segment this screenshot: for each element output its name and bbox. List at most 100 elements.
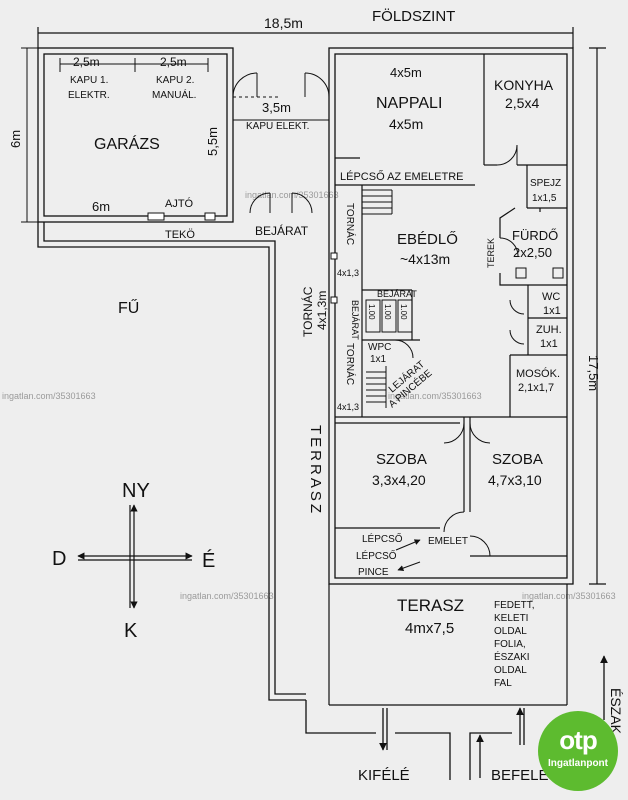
stairs-up-steps bbox=[362, 189, 393, 215]
cellar-stairs bbox=[366, 366, 387, 408]
tornac-lower-size: 4x1,3 bbox=[337, 402, 359, 412]
gate2-label-2: MANUÁL. bbox=[152, 88, 196, 101]
terrace-note-6: OLDAL bbox=[494, 665, 527, 676]
stair-down-word: PINCE bbox=[358, 567, 389, 578]
garage-label: GARÁZS bbox=[94, 134, 160, 153]
laundry-name: MOSÓK. bbox=[516, 367, 560, 380]
wc-name: WC bbox=[542, 291, 560, 303]
porch-posts bbox=[330, 252, 338, 304]
gate1-label-2: ELEKTR. bbox=[68, 90, 110, 101]
terek-label: TEREK bbox=[486, 238, 496, 268]
wpc-size: 1x1 bbox=[370, 354, 387, 365]
living-top-size: 4x5m bbox=[390, 65, 422, 80]
garage-door bbox=[147, 212, 216, 221]
terrace-walls bbox=[328, 584, 568, 706]
garage-walls bbox=[37, 47, 234, 223]
grass-label: FŰ bbox=[118, 298, 139, 317]
inner-entrance-vertical: BEJÁRAT bbox=[350, 300, 360, 340]
watermark: ingatlan.com/35301663 bbox=[388, 391, 482, 401]
stair-up-word: EMELET bbox=[428, 536, 468, 547]
garage-door-label: AJTÓ bbox=[165, 197, 194, 210]
compass-south: K bbox=[124, 620, 138, 642]
watermark: ingatlan.com/35301663 bbox=[180, 591, 274, 601]
room1-name: SZOBA bbox=[376, 451, 427, 468]
garage-depth-label: 6m bbox=[8, 130, 23, 148]
tornac-upper-size: 4x1,3 bbox=[337, 268, 359, 278]
entrance-door bbox=[249, 192, 313, 214]
dining-size: ~4x13m bbox=[400, 251, 450, 267]
terrace-note-7: FAL bbox=[494, 678, 512, 689]
garage-depth-dimension bbox=[21, 47, 38, 223]
bath-size: 2x2,50 bbox=[513, 245, 552, 260]
pantry-size: 1x1,5 bbox=[532, 193, 557, 204]
otp-sub: Ingatlanpont bbox=[548, 758, 608, 769]
otp-brand: otp bbox=[559, 725, 597, 755]
step-height-2: 1.00 bbox=[383, 304, 392, 320]
room1-size: 3,3x4,20 bbox=[372, 472, 426, 488]
tornac-outer-size: 4x1,3m bbox=[315, 291, 329, 330]
watermark: ingatlan.com/35301663 bbox=[522, 591, 616, 601]
laundry-size: 2,1x1,7 bbox=[518, 382, 554, 394]
garage-gate-dimensions bbox=[59, 58, 209, 72]
living-size: 4x5m bbox=[389, 116, 423, 132]
living-name: NAPPALI bbox=[376, 95, 442, 112]
terrace-note-1: FEDETT, bbox=[494, 600, 535, 611]
total-depth-label: 17,5m bbox=[586, 355, 601, 391]
entrance-steps bbox=[365, 299, 413, 333]
watermark: ingatlan.com/35301663 bbox=[2, 391, 96, 401]
step-height-3: 1.00 bbox=[399, 304, 408, 320]
tornac-upper-name: TORNÁC bbox=[344, 203, 357, 245]
arrow-in-label: BEFELÉ bbox=[491, 767, 549, 784]
arrow-out-label: KIFÉLÉ bbox=[358, 767, 410, 784]
bath-name: FÜRDŐ bbox=[512, 228, 558, 243]
pantry-name: SPEJZ bbox=[530, 178, 561, 189]
bath-fixtures bbox=[515, 267, 564, 279]
tornac-outer-name: TORNÁC bbox=[300, 286, 315, 337]
gate-elektr-label: KAPU ELEKT. bbox=[246, 121, 309, 132]
entrance-label: BEJÁRAT bbox=[255, 223, 309, 238]
floor-title: FÖLDSZINT bbox=[372, 7, 455, 25]
terrace-side-label: TERRASZ bbox=[307, 425, 324, 516]
wpc-name: WPC bbox=[368, 342, 391, 353]
garage-width: 6m bbox=[92, 199, 110, 214]
direction-arrows bbox=[379, 655, 608, 778]
stair-arrows bbox=[395, 539, 421, 571]
interior-doors bbox=[394, 144, 525, 557]
compass-west: D bbox=[52, 548, 66, 570]
otp-logo: otp Ingatlanpont bbox=[538, 711, 618, 791]
step-height-1: 1.00 bbox=[367, 304, 376, 320]
gate-swing bbox=[232, 72, 330, 98]
room2-name: SZOBA bbox=[492, 451, 543, 468]
arrow-right-label: ÉSZAK bbox=[608, 688, 624, 735]
shower-name: ZUH. bbox=[536, 324, 562, 336]
house-walls bbox=[328, 47, 574, 585]
terrace-note-4: FOLIA, bbox=[494, 639, 526, 650]
compass-arrows bbox=[77, 504, 193, 609]
yard-boundary bbox=[37, 222, 512, 780]
dining-name: EBÉDLŐ bbox=[397, 231, 458, 248]
gate2-label-1: KAPU 2. bbox=[156, 75, 194, 86]
room2-size: 4,7x3,10 bbox=[488, 472, 542, 488]
gate2-width: 2,5m bbox=[160, 55, 187, 69]
garage-inner-depth: 5,5m bbox=[205, 127, 220, 156]
terrace-size: 4mx7,5 bbox=[405, 620, 454, 637]
stair-b-label: LÉPCSŐ bbox=[356, 548, 397, 562]
inner-entrance-label: BEJÁRAT bbox=[377, 289, 417, 299]
terrace-note-2: KELETI bbox=[494, 613, 528, 624]
kitchen-size: 2,5x4 bbox=[505, 95, 539, 111]
tornac-lower-name: TORNÁC bbox=[344, 343, 357, 385]
teko-label: TEKÖ bbox=[165, 229, 195, 241]
stair-a-label: LÉPCSŐ bbox=[362, 531, 403, 545]
shower-size: 1x1 bbox=[540, 338, 558, 350]
wc-size: 1x1 bbox=[543, 305, 561, 317]
terrace-name: TERASZ bbox=[397, 596, 464, 615]
compass-east: É bbox=[202, 549, 215, 572]
gate-elektr-width: 3,5m bbox=[262, 100, 291, 115]
total-width-dimension bbox=[37, 27, 574, 48]
kitchen-name: KONYHA bbox=[494, 77, 554, 93]
gate1-width: 2,5m bbox=[73, 55, 100, 69]
gate1-label-1: KAPU 1. bbox=[70, 75, 108, 86]
terrace-note-5: ÉSZAKI bbox=[494, 650, 530, 663]
compass-north: NY bbox=[122, 480, 150, 502]
